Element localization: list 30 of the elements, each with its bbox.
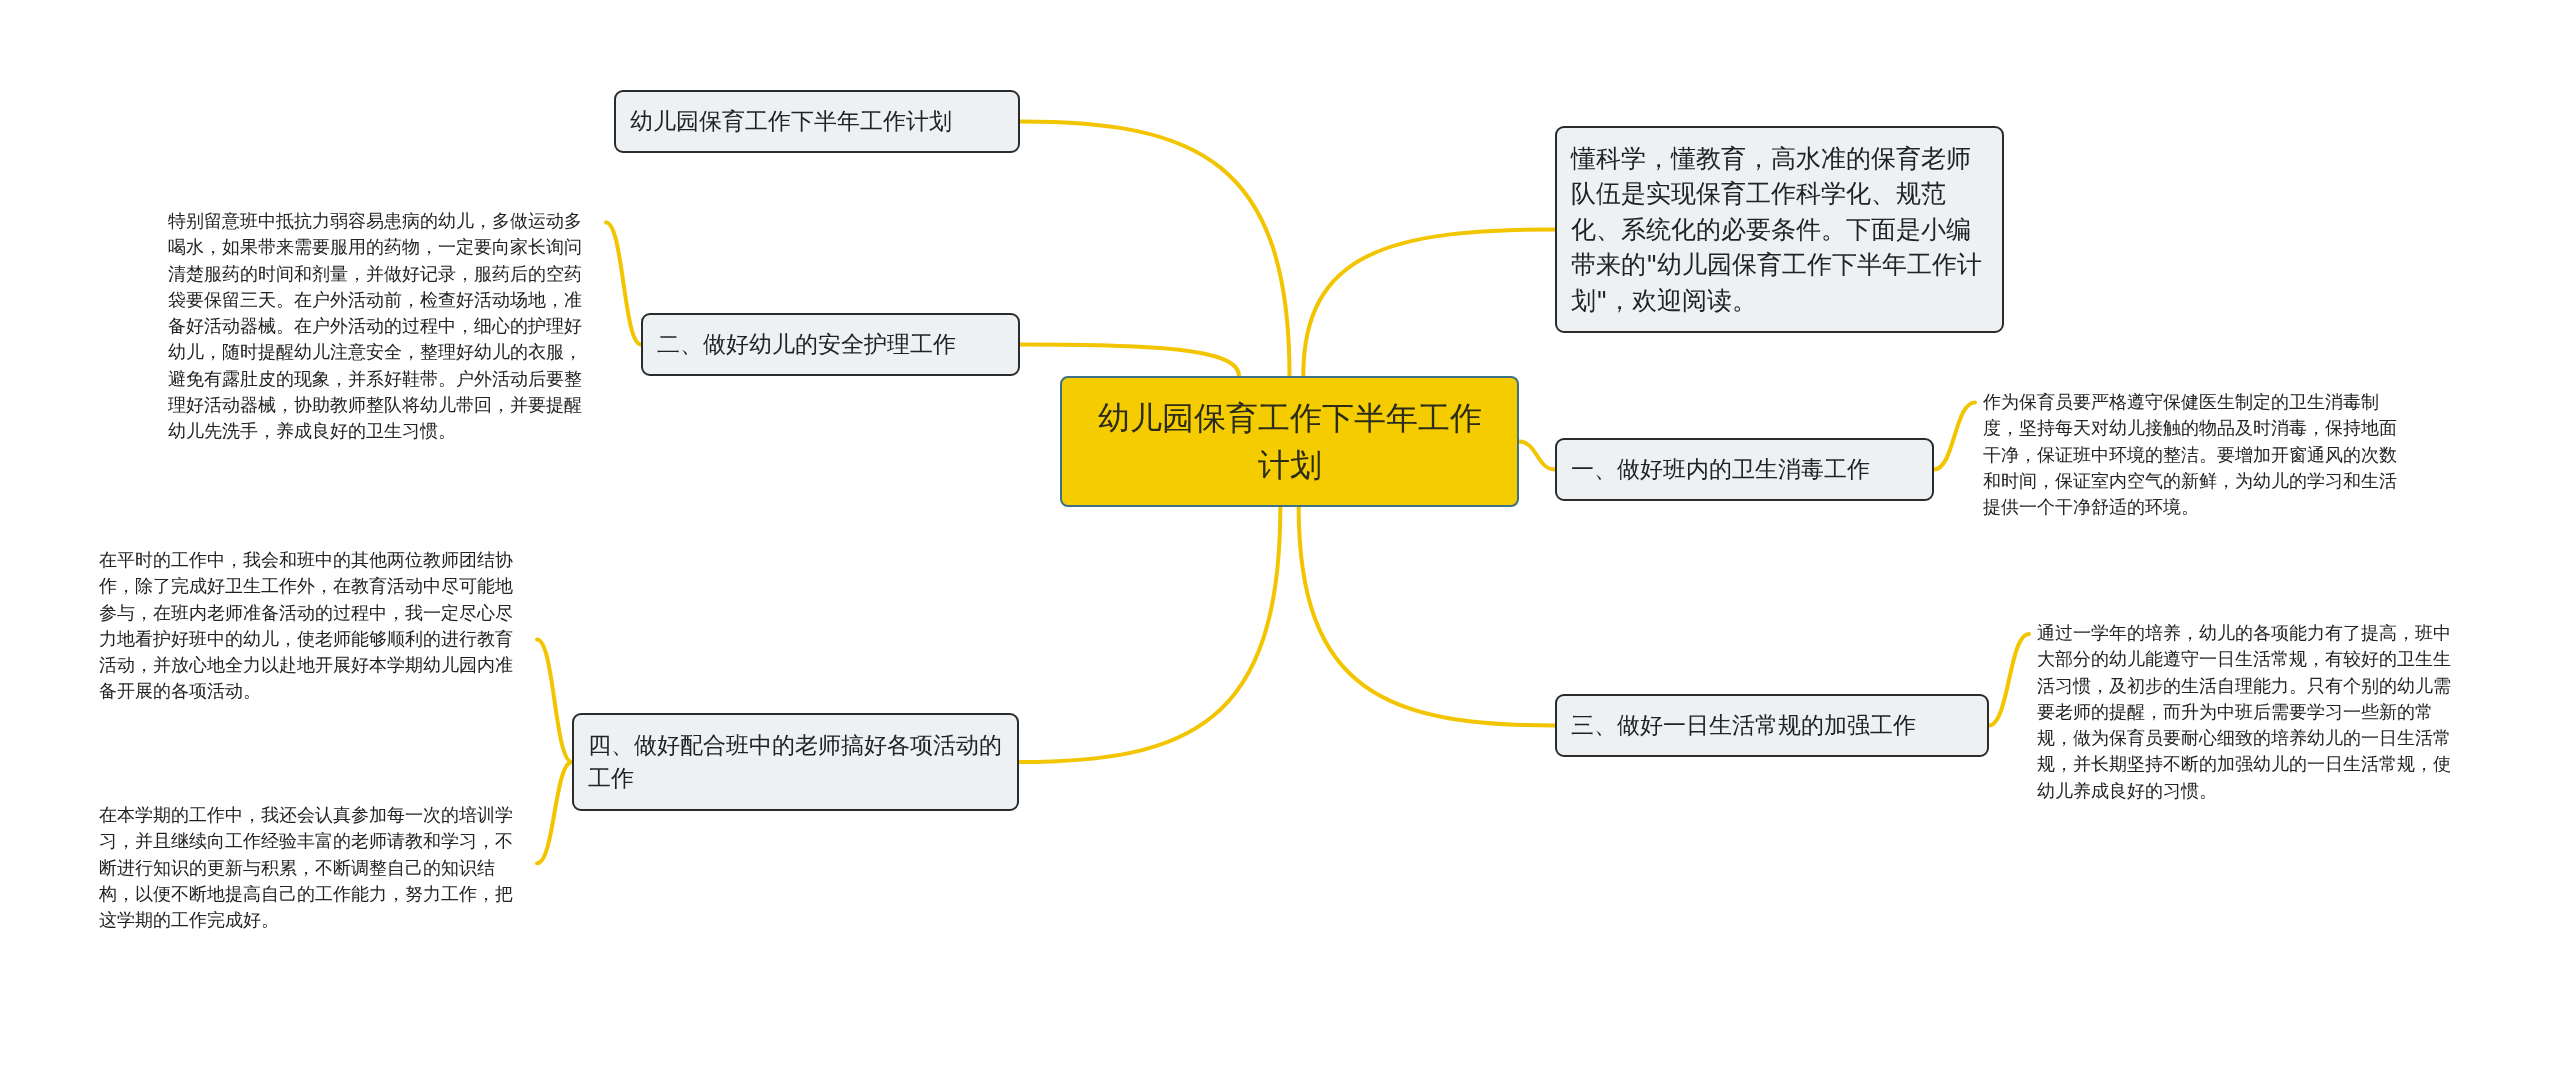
topic-box (614, 90, 1020, 153)
connector-line (1018, 119, 1292, 378)
topic-box (572, 713, 1019, 811)
topic-label: 一、做好班内的卫生消毒工作 (1571, 455, 1870, 485)
topic-label: 二、做好幼儿的安全护理工作 (657, 330, 956, 360)
topic-label: 四、做好配合班中的老师搞好各项活动的工作 (588, 731, 1003, 793)
note-text: 在本学期的工作中，我还会认真参加每一次的培训学习，并且继续向工作经验丰富的老师请教和学习，不断进行知识的更新与积累，不断调整自己的知识结构，以便不断地提高自己的工作能力，努力工作，把这学期的工作完成好。 (99, 802, 529, 934)
connector-line (604, 220, 643, 347)
connector-line (1301, 227, 1557, 378)
connector-line (535, 637, 574, 764)
connector-line (1296, 505, 1557, 728)
central-topic-box (1060, 376, 1519, 507)
topic-box (641, 313, 1020, 376)
topic-box (1555, 694, 1989, 757)
connector-line (1017, 505, 1283, 764)
note-text: 在平时的工作中，我会和班中的其他两位教师团结协作，除了完成好卫生工作外，在教育活动中尽可能地参与，在班内老师准备活动的过程中，我一定尽心尽力地看护好班中的幼儿，使老师能够顺利的进行教育活动，并放心地全力以赴地开展好本学期幼儿园内准备开展的各项活动。 (99, 547, 529, 705)
connector-line (535, 760, 574, 866)
connector-line (1018, 342, 1241, 378)
topic-label: 三、做好一日生活常规的加强工作 (1571, 711, 1916, 741)
connector-line (1517, 439, 1557, 472)
connector-line (1987, 631, 2031, 728)
note-text: 作为保育员要严格遵守保健医生制定的卫生消毒制度，坚持每天对幼儿接触的物品及时消毒，保持地面干净，保证班中环境的整洁。要增加开窗通风的次数和时间，保证室内空气的新鲜，为幼儿的学习和生活提供一个干净舒适的环境。 (1983, 389, 2413, 521)
topic-label: 幼儿园保育工作下半年工作计划 (630, 107, 952, 137)
topic-box (1555, 438, 1934, 501)
central-topic-label: 幼儿园保育工作下半年工作计划 (1096, 398, 1483, 486)
note-text: 通过一学年的培养，幼儿的各项能力有了提高，班中大部分的幼儿能遵守一日生活常规，有较好的卫生生活习惯，及初步的生活自理能力。只有个别的幼儿需要老师的提醒，而升为中班后需要学习一些新的常规，做为保育员要耐心细致的培养幼儿的一日生活常规，并长期坚持不断的加强幼儿的一日生活常规，使幼儿养成良好的习惯。 (2037, 620, 2467, 804)
topic-label: 懂科学，懂教育，高水准的保育老师队伍是实现保育工作科学化、规范化、系统化的必要条件。下面是小编带来的"幼儿园保育工作下半年工作计划"，欢迎阅读。 (1571, 142, 1984, 317)
note-text: 特别留意班中抵抗力弱容易患病的幼儿，多做运动多喝水，如果带来需要服用的药物，一定要向家长询问清楚服药的时间和剂量，并做好记录，服药后的空药袋要保留三天。在户外活动前，检查好活动场地，准备好活动器械。在户外活动的过程中，细心的护理好幼儿，随时提醒幼儿注意安全，整理好幼儿的衣服，避免有露肚皮的现象，并系好鞋带。户外活动后要整理好活动器械，协助教师整队将幼儿带回，并要提醒幼儿先洗手，养成良好的卫生习惯。 (168, 208, 598, 445)
connector-line (1932, 400, 1977, 472)
topic-box (1555, 126, 2004, 333)
